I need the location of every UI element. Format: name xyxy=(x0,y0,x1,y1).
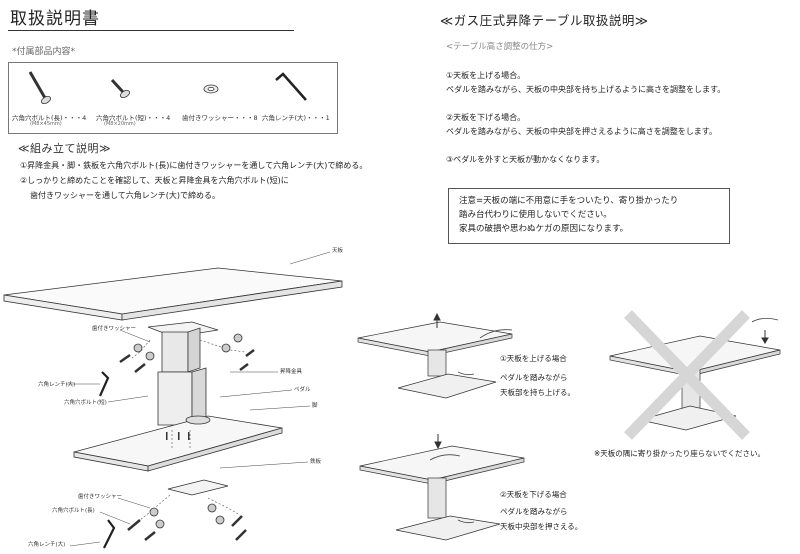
page-title: 取扱説明書 xyxy=(10,9,100,29)
part-label-short-bolt: 六角穴ボルト(短)・・・4 xyxy=(96,114,171,122)
caution-box: 注意=天板の端に不用意に手をついたり、寄り掛かったり 踏み台代わりに使用しないで… xyxy=(448,188,730,244)
raise-caption-title: ①天板を上げる場合 xyxy=(500,354,567,363)
gas-subtitle: <テーブル高さ調整の仕方> xyxy=(446,42,554,52)
gas-item-3-head: ③ペダルを外すと天板が動かなくなります。 xyxy=(446,155,605,164)
warning-caption: ※天板の隅に寄り掛かったり座らないでください。 xyxy=(594,449,766,458)
label-washer-bottom: 歯付きワッシャー xyxy=(78,494,123,500)
assembly-step-2: ②しっかりと締めたことを確認して、天板と昇降金具を六角穴ボルト(短)に xyxy=(20,176,289,185)
parts-box xyxy=(8,62,338,134)
wrench-icon xyxy=(275,72,307,101)
part-sub-long-bolt: (M8×45mm) xyxy=(30,121,62,127)
lower-caption-title: ②天板を下げる場合 xyxy=(500,490,567,499)
caution-line-1: 注意=天板の端に不用意に手をついたり、寄り掛かったり xyxy=(459,196,679,206)
label-leg: 脚 xyxy=(312,403,318,409)
label-wrench-bottom: 六角レンチ(大) xyxy=(28,542,66,548)
raise-caption-line-1: ペダルを踏みながら xyxy=(500,373,568,382)
label-plate: 鉄板 xyxy=(310,459,322,465)
gas-item-1-head: ①天板を上げる場合。 xyxy=(446,71,526,80)
part-label-wrench: 六角レンチ(大)・・・1 xyxy=(262,114,330,122)
raise-caption-line-2: 天板部を持ち上げる。 xyxy=(500,388,575,397)
part-sub-short-bolt: (M8×20mm) xyxy=(104,121,136,127)
label-tabletop: 天板 xyxy=(332,248,344,254)
gas-item-2-head: ②天板を下げる場合。 xyxy=(446,113,526,122)
label-bolt-long: 六角穴ボルト(長) xyxy=(52,508,95,514)
prohibited-x-icon xyxy=(624,310,750,440)
parts-heading: *付属部品内容* xyxy=(12,47,76,57)
assembly-heading: ≪組み立て説明≫ xyxy=(18,142,112,155)
short-bolt-icon xyxy=(110,78,130,99)
title-rule xyxy=(8,30,294,31)
lower-caption-line-2: 天板中央部を押さえる。 xyxy=(500,522,583,531)
label-wrench-top: 六角レンチ(大) xyxy=(38,382,76,388)
gas-item-2-body: ペダルを踏みながら、天板の中央部を押さえるように高さを調整をします。 xyxy=(446,127,717,136)
washer-icon xyxy=(203,84,219,94)
caution-line-3: 家具の破損や思わぬケガの原因になります。 xyxy=(459,224,629,234)
part-label-washer: 歯付きワッシャー・・・8 xyxy=(182,114,258,122)
caution-line-2: 踏み台代わりに使用しないでください。 xyxy=(459,210,612,220)
part-label-long-bolt: 六角穴ボルト(長)・・・4 xyxy=(12,114,87,122)
gas-title: ≪ガス圧式昇降テーブル取扱説明≫ xyxy=(440,13,649,28)
label-washer-top: 歯付きワッシャー xyxy=(92,326,137,332)
assembly-step-1: ①昇降金具・脚・鉄板を六角穴ボルト(長)に歯付きワッシャーを通して六角レンチ(大… xyxy=(20,161,368,170)
label-bolt-short: 六角穴ボルト(短) xyxy=(64,400,107,406)
lower-caption-line-1: ペダルを踏みながら xyxy=(500,507,568,516)
assembly-step-2b: 歯付きワッシャーを通して六角レンチ(大)で締める。 xyxy=(30,191,220,200)
gas-item-1-body: ペダルを踏みながら、天板の中央部を持ち上げるように高さを調整をします。 xyxy=(446,85,726,94)
long-bolt-icon xyxy=(28,71,51,105)
label-lift: 昇降金具 xyxy=(280,369,303,375)
label-pedal: ペダル xyxy=(294,387,311,393)
